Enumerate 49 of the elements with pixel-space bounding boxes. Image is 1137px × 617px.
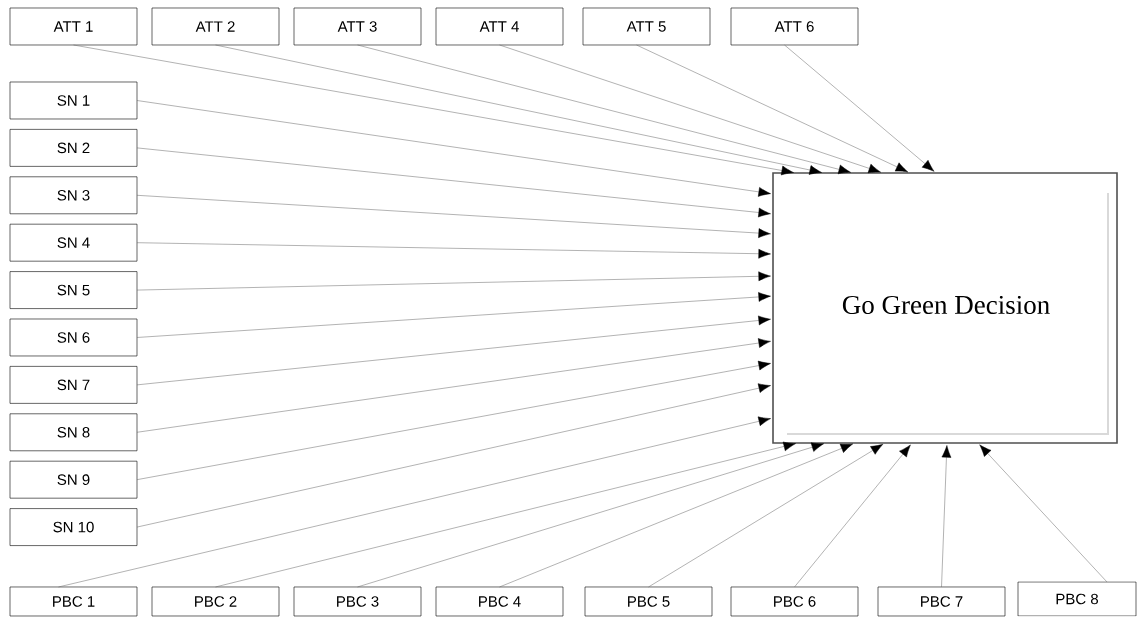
arrow [136,360,771,480]
variable-box: SN 6 [9,318,138,357]
arrow [215,441,796,588]
arrow [136,338,771,433]
arrow [499,443,853,588]
arrow [784,44,935,172]
variable-box: SN 4 [9,223,138,262]
variable-box: PBC 5 [584,586,713,617]
variable-box: ATT 3 [293,7,422,46]
arrow [136,195,771,238]
arrow [499,44,881,174]
variable-box: SN 8 [9,413,138,452]
arrow [136,315,771,386]
variable-box: PBC 4 [435,586,564,617]
variable-box: PBC 1 [9,586,138,617]
arrow [73,44,794,176]
arrow [648,444,884,588]
variable-box: PBC 3 [293,586,422,617]
arrow [941,445,952,588]
variable-box: SN 3 [9,176,138,215]
arrow [215,44,822,175]
arrow [136,100,771,197]
variable-box: SN 9 [9,460,138,499]
arrow [357,442,824,588]
arrow [794,444,911,588]
arrow [979,444,1108,583]
arrow [136,147,771,218]
variable-box: SN 10 [9,508,138,546]
arrow [136,383,771,528]
arrow [136,292,771,338]
variable-box: ATT 2 [151,7,280,46]
arrow [636,44,908,173]
variable-box: SN 5 [9,271,138,309]
arrow [58,416,771,588]
variable-box: PBC 7 [877,586,1006,617]
variable-box: PBC 2 [151,586,280,617]
variable-box: SN 7 [9,366,138,404]
variable-box: PBC 8 [1017,581,1137,617]
decision-box: Go Green Decision [772,172,1118,444]
variable-box: SN 1 [9,81,138,120]
variable-box: ATT 5 [582,7,711,46]
variable-box: ATT 4 [435,7,564,46]
arrow [136,271,771,291]
arrow [136,242,771,259]
variable-box: ATT 6 [730,7,859,46]
variable-box: SN 2 [9,129,138,167]
variable-box: PBC 6 [730,586,859,617]
arrow [357,44,851,175]
variable-box: ATT 1 [9,7,138,46]
